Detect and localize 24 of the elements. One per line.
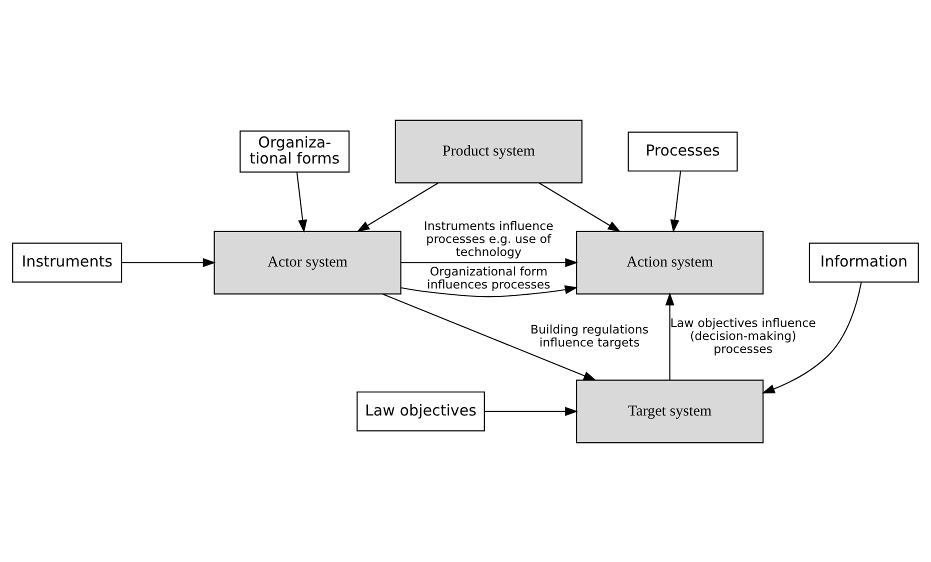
arrow [538,182,621,232]
arrow [401,284,578,297]
arrow [356,182,438,232]
arrow [670,170,682,232]
arrow [762,282,862,393]
edge-label: Building regulations influence targets [530,322,649,350]
edge-label: Instruments influence processes e.g. use of technology [424,218,554,258]
arrow [400,258,578,267]
node-box: Instruments [12,242,122,282]
arrow [484,406,578,416]
arrow [122,258,216,267]
arrow [296,172,308,232]
node-box: Product system [394,119,582,183]
node-box: Target system [576,379,764,443]
node-box: Law objectives [356,390,485,431]
node-box: Information [808,242,919,282]
node-box: Action system [576,230,764,294]
node-box: Processes [628,131,738,172]
edge-label: Organizational form influences processes [427,264,550,291]
edge-label: Law objectives influence (decision-making) processes [670,316,816,356]
arrow [665,292,674,380]
node-box: Actor system [214,230,402,294]
node-box: Organiza- tional forms [240,130,350,172]
arrow [382,292,596,380]
